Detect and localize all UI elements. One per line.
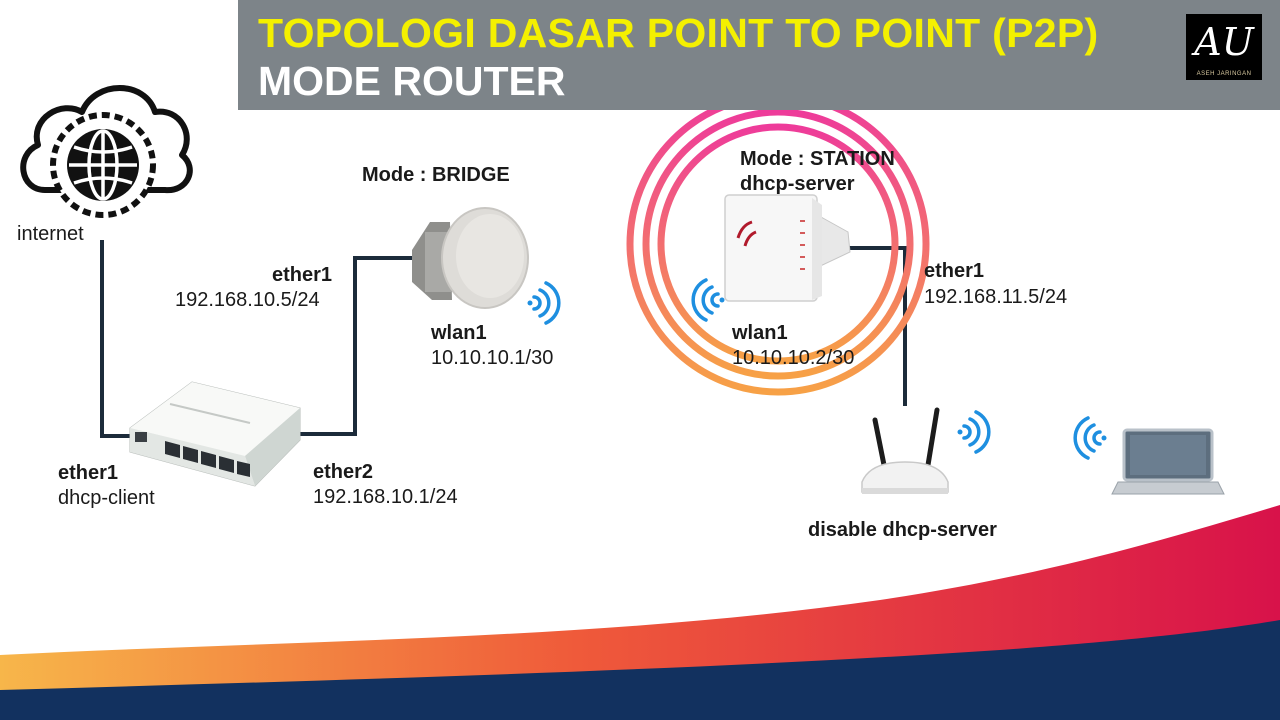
laptop-icon: [1111, 428, 1225, 495]
station-mode-label: Mode : STATION: [740, 148, 895, 170]
bridge-wlan1-ip: 10.10.10.1/30: [431, 347, 554, 369]
router-ether2-ip: 192.168.10.1/24: [313, 486, 458, 508]
access-point-icon: [861, 407, 949, 494]
internet-label: internet: [17, 223, 84, 245]
bridge-ether1-name: ether1: [272, 264, 333, 286]
station-antenna-icon: [724, 194, 851, 302]
station-wlan1-ip: 10.10.10.2/30: [732, 347, 855, 369]
access-point-label: disable dhcp-server: [808, 519, 997, 541]
station-ether1-ip: 192.168.11.5/24: [924, 286, 1068, 308]
router-ether2-name: ether2: [313, 461, 374, 483]
router-ether1-name: ether1: [58, 462, 119, 484]
router-icon: [129, 381, 301, 487]
page-subtitle: MODE ROUTER: [258, 58, 566, 104]
logo-mark: AU: [1194, 20, 1254, 64]
bridge-ether1-ip: 192.168.10.5/24: [175, 289, 320, 311]
title-banner: [238, 0, 1280, 110]
station-ether1-name: ether1: [924, 260, 985, 282]
station-wlan1-name: wlan1: [732, 322, 788, 344]
page-title: TOPOLOGI DASAR POINT TO POINT (P2P): [258, 10, 1099, 56]
internet-cloud-icon: [20, 85, 193, 218]
bridge-antenna-icon: [412, 207, 529, 309]
station-role-label: dhcp-server: [740, 173, 855, 195]
brand-logo: AU ASEH JARINGAN: [1186, 14, 1262, 80]
wifi-signal-icon: [527, 278, 1107, 460]
logo-caption: ASEH JARINGAN: [1196, 71, 1252, 77]
bridge-wlan1-name: wlan1: [431, 322, 487, 344]
bridge-mode-label: Mode : BRIDGE: [362, 164, 510, 186]
router-ether1-role: dhcp-client: [58, 487, 155, 509]
